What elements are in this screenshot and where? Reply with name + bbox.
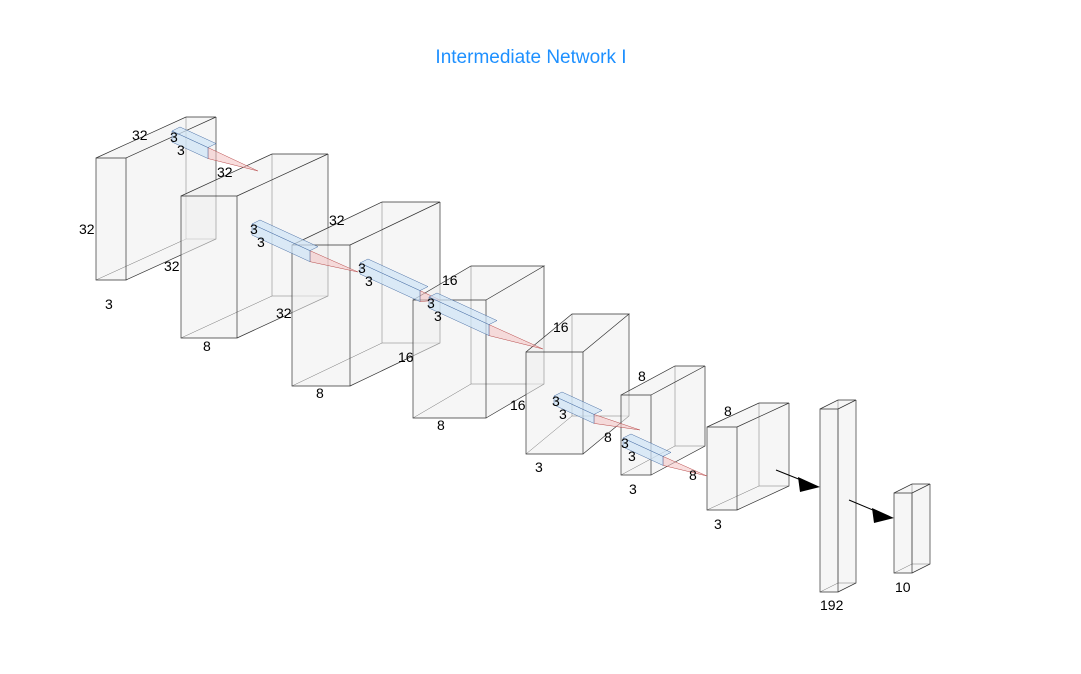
l1-width-label: 3 [105, 296, 113, 312]
dense2-top-edges [893, 483, 931, 494]
l4-depth-label: 16 [510, 397, 526, 413]
dense2-units-label: 10 [895, 579, 911, 595]
l6-height-label: 8 [638, 368, 646, 384]
dense1-side-face [838, 400, 856, 592]
k1-filter-top [171, 126, 217, 148]
k3-size-a-label: 3 [358, 260, 366, 276]
l3-top-edges [291, 201, 441, 246]
dense1-box [819, 399, 857, 593]
l5-top-face [526, 314, 629, 352]
k4-size-a-label: 3 [427, 295, 435, 311]
k1-out-label: 32 [217, 164, 233, 180]
k1-size-a-label: 3 [170, 129, 178, 145]
k2-size-a-label: 3 [250, 221, 258, 237]
k6-size-a-label: 3 [621, 435, 629, 451]
k1-size-b-label: 3 [177, 142, 185, 158]
k2-size-b-label: 3 [257, 234, 265, 250]
k5-size-b-label: 3 [559, 406, 567, 422]
l4-height-label: 16 [442, 272, 458, 288]
dimension-labels: 32 32 3 32 8 32 32 8 16 16 8 16 16 3 8 8… [79, 127, 911, 613]
dense1-side-edges [837, 400, 857, 593]
l5-height-label: 16 [553, 319, 569, 335]
l2-top-face [181, 154, 328, 196]
k6-kernel [622, 433, 708, 477]
l2-front-face [181, 196, 237, 338]
l7-top-edges [706, 402, 790, 428]
k2-kernel [251, 219, 359, 273]
l2-top-edges [180, 153, 329, 197]
k6-size-b-label: 3 [628, 448, 636, 464]
k4-kernel [428, 292, 544, 350]
k2-filter-top [251, 219, 319, 251]
k6-filter-top [622, 433, 672, 457]
l1-front-face [96, 158, 126, 280]
dense1-units-label: 192 [820, 597, 844, 613]
l7-top-face [707, 403, 789, 427]
k5-filter-top [553, 391, 603, 415]
l5-top-edges [525, 313, 630, 353]
l3-front-face [292, 245, 350, 386]
l2-depth-label: 32 [276, 305, 292, 321]
l7-side-face [737, 403, 789, 510]
l1-depth-label: 32 [132, 127, 148, 143]
a1-arrow-head [798, 477, 820, 492]
l3-top-face [292, 202, 440, 245]
dense-arrows [775, 469, 894, 523]
dense1-top-edges [819, 399, 857, 410]
l7-front-face [707, 427, 737, 510]
l2-width-label: 8 [203, 338, 211, 354]
a1-arrow [775, 469, 820, 492]
l1-depth2-label: 32 [164, 258, 180, 274]
l4-front-face [413, 300, 486, 418]
k3-filter-top [359, 258, 429, 291]
l7-height-label: 8 [724, 403, 732, 419]
l5-depth-label: 8 [604, 429, 612, 445]
a2-arrow-head [872, 508, 894, 523]
l6-top-edges [620, 365, 706, 396]
dense2-front-face [894, 493, 912, 573]
l1-height-label: 32 [79, 221, 95, 237]
l4-width-label: 8 [437, 417, 445, 433]
conv-kernels [171, 126, 708, 477]
dense2-side-face [912, 484, 930, 573]
l6-top-face [621, 366, 705, 395]
l3-depth-label: 16 [398, 349, 414, 365]
l4-top-face [413, 266, 544, 300]
l7-box [706, 402, 790, 511]
k5-kernel [553, 391, 641, 431]
l6-depth-label: 8 [689, 467, 697, 483]
dense2-box [893, 483, 931, 574]
dense1-front-face [820, 409, 838, 592]
k6-projection-cone [662, 456, 708, 477]
l5-width-label: 3 [535, 459, 543, 475]
a2-arrow [848, 499, 894, 523]
l6-width-label: 3 [629, 481, 637, 497]
l7-side-edges [736, 403, 790, 511]
k5-size-a-label: 3 [552, 393, 560, 409]
l4-top-edges [412, 265, 546, 301]
l3-height-label: 32 [329, 212, 345, 228]
k1-kernel [171, 126, 259, 172]
k3-size-b-label: 3 [365, 273, 373, 289]
l3-width-label: 8 [316, 385, 324, 401]
diagram-title: Intermediate Network I [435, 47, 627, 68]
l1-top-edges [95, 116, 217, 159]
l7-width-label: 3 [714, 516, 722, 532]
k3-kernel [359, 258, 441, 302]
l6-box [620, 365, 706, 476]
k4-filter-top [428, 292, 498, 325]
dense2-side-edges [911, 484, 931, 574]
k4-size-b-label: 3 [434, 308, 442, 324]
l6-side-face [651, 366, 705, 475]
layer-boxes [95, 116, 931, 593]
